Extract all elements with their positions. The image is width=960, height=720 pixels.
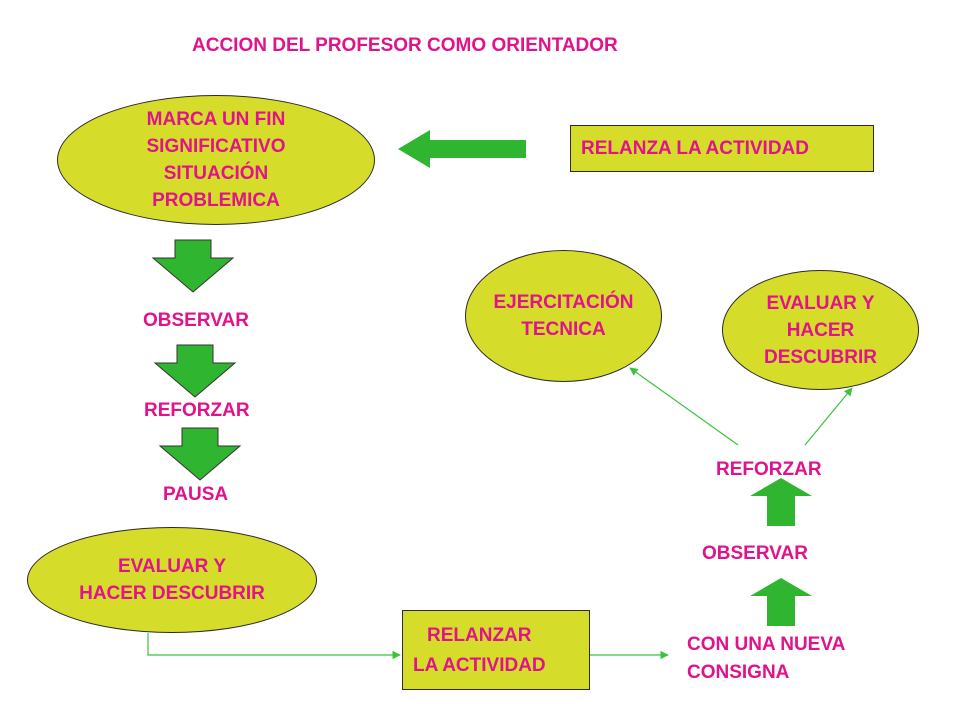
connector-evaluar-to-relanzar bbox=[147, 633, 401, 660]
observar-left-label: OBSERVAR bbox=[143, 310, 249, 331]
ejercitacion-text: EJERCITACIÓN TECNICA bbox=[493, 289, 633, 343]
marca-fin-text: MARCA UN FIN SIGNIFICATIVO SITUACIÓN PRO… bbox=[147, 106, 286, 214]
consigna-line-1: CON UNA NUEVA bbox=[687, 634, 846, 655]
relanzar-line-1: RELANZAR bbox=[427, 625, 532, 646]
evaluar-right-line-3: DESCUBRIR bbox=[764, 346, 877, 368]
page-title: ACCION DEL PROFESOR COMO ORIENTADOR bbox=[192, 35, 618, 56]
relanza-actividad-box: RELANZA LA ACTIVIDAD bbox=[570, 125, 874, 172]
evaluar-left-line-1: EVALUAR Y bbox=[117, 556, 227, 577]
marca-line-3: SITUACIÓN bbox=[163, 163, 269, 184]
evaluar-left-line-2: HACER DESCUBRIR bbox=[79, 583, 265, 604]
evaluar-right-line-2: HACER bbox=[786, 319, 855, 341]
marca-line-2: SIGNIFICATIVO bbox=[146, 136, 286, 157]
consigna-line-2: CONSIGNA bbox=[687, 662, 790, 683]
marca-fin-oval: MARCA UN FIN SIGNIFICATIVO SITUACIÓN PRO… bbox=[57, 95, 375, 225]
evaluar-right-text: EVALUAR Y HACER DESCUBRIR bbox=[764, 290, 877, 371]
ejercitacion-line-1: EJERCITACIÓN bbox=[493, 292, 634, 313]
relanzar-actividad-box: RELANZAR LA ACTIVIDAD bbox=[402, 610, 590, 690]
reforzar-left-label: REFORZAR bbox=[144, 400, 250, 421]
ejercitacion-line-2: TECNICA bbox=[521, 319, 606, 340]
marca-line-4: PROBLEMICA bbox=[152, 190, 280, 211]
evaluar-right-oval: EVALUAR Y HACER DESCUBRIR bbox=[722, 270, 919, 390]
connector-reforzar-to-evaluar bbox=[804, 387, 853, 446]
relanzar-line-2: LA ACTIVIDAD bbox=[413, 655, 546, 676]
down-arrow-icon bbox=[153, 344, 237, 398]
left-arrow-icon bbox=[398, 130, 526, 168]
marca-line-1: MARCA UN FIN bbox=[146, 109, 286, 130]
evaluar-left-oval: EVALUAR Y HACER DESCUBRIR bbox=[27, 527, 317, 633]
observar-right-label: OBSERVAR bbox=[702, 543, 808, 564]
evaluar-right-line-1: EVALUAR Y bbox=[766, 292, 875, 314]
connector-reforzar-to-ejercitacion bbox=[629, 367, 739, 446]
relanza-actividad-text: RELANZA LA ACTIVIDAD bbox=[581, 138, 809, 159]
ejercitacion-oval: EJERCITACIÓN TECNICA bbox=[465, 250, 662, 382]
up-arrow-icon bbox=[750, 578, 812, 626]
evaluar-left-text: EVALUAR Y HACER DESCUBRIR bbox=[79, 553, 265, 607]
up-arrow-icon bbox=[750, 478, 812, 526]
pausa-label: PAUSA bbox=[163, 484, 229, 505]
reforzar-right-label: REFORZAR bbox=[716, 459, 822, 480]
down-arrow-icon bbox=[158, 427, 242, 481]
down-arrow-icon bbox=[151, 239, 235, 293]
